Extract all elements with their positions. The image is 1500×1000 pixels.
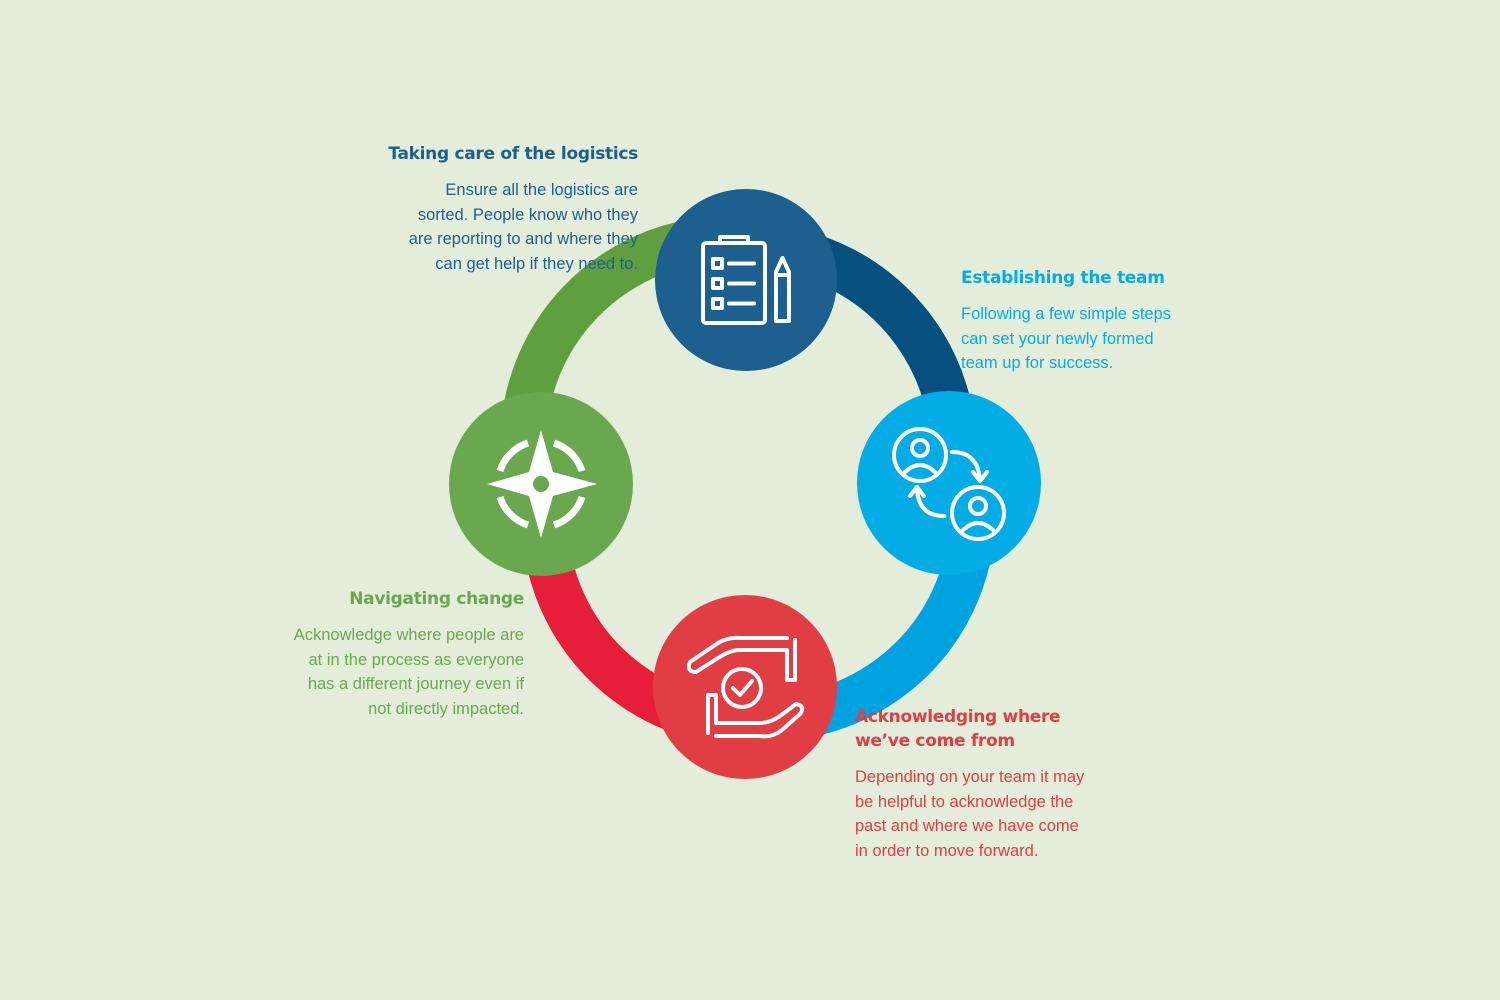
step-team-line: can set your newly formed <box>961 329 1154 348</box>
step-acknowledging-line: past and where we have come <box>855 817 1079 835</box>
step-navigating-description: Acknowledge where people are at in the p… <box>294 623 524 721</box>
step-team-line: Following a few simple steps <box>961 305 1172 323</box>
step-acknowledging-description: Depending on your team it may be helpful… <box>855 765 1084 863</box>
node-logistics <box>655 189 837 371</box>
clipboard-checklist-icon <box>701 235 791 325</box>
step-team-text: Establishing the team Following a few si… <box>961 266 1171 376</box>
step-navigating-line: Acknowledge where people are <box>293 626 524 644</box>
step-acknowledging-title: Acknowledging where we’ve come from <box>855 705 1084 753</box>
step-navigating-line: not directly impacted. <box>368 699 524 718</box>
step-logistics-title: Taking care of the logistics <box>388 144 638 164</box>
step-team-description: Following a few simple steps can set you… <box>961 302 1171 376</box>
node-team <box>857 391 1041 575</box>
people-exchange-icon <box>892 427 1006 541</box>
node-team-circle <box>857 391 1041 575</box>
step-navigating-line: at in the process as everyone <box>308 650 524 669</box>
node-acknowledging <box>653 595 837 779</box>
step-acknowledging-title-line: we’ve come from <box>855 731 1015 751</box>
step-logistics-text: Taking care of the logistics Ensure all … <box>388 142 638 276</box>
step-navigating-line: has a different journey even if <box>307 675 524 693</box>
step-acknowledging-text: Acknowledging where we’ve come from Depe… <box>855 705 1084 863</box>
step-logistics-line: are reporting to and where they <box>408 230 638 248</box>
step-logistics-line: Ensure all the logistics are <box>445 181 638 199</box>
step-acknowledging-line: be helpful to acknowledge the <box>855 792 1074 811</box>
hands-checkmark-icon <box>686 635 805 739</box>
step-acknowledging-title-line: Acknowledging where <box>855 707 1061 727</box>
compass-icon <box>487 430 597 538</box>
step-acknowledging-line: in order to move forward. <box>855 841 1039 860</box>
step-logistics-line: sorted. People know who they <box>417 205 638 224</box>
node-logistics-circle <box>655 189 837 371</box>
step-navigating-text: Navigating change Acknowledge where peop… <box>294 587 525 721</box>
step-acknowledging-line: Depending on your team it may <box>855 768 1085 786</box>
node-navigating <box>449 392 633 576</box>
step-navigating-title: Navigating change <box>349 589 524 609</box>
step-team-title: Establishing the team <box>961 268 1165 288</box>
step-team-line: team up for success. <box>961 354 1114 372</box>
step-logistics-description: Ensure all the logistics are sorted. Peo… <box>388 178 638 276</box>
step-logistics-line: can get help if they need to. <box>435 254 638 273</box>
